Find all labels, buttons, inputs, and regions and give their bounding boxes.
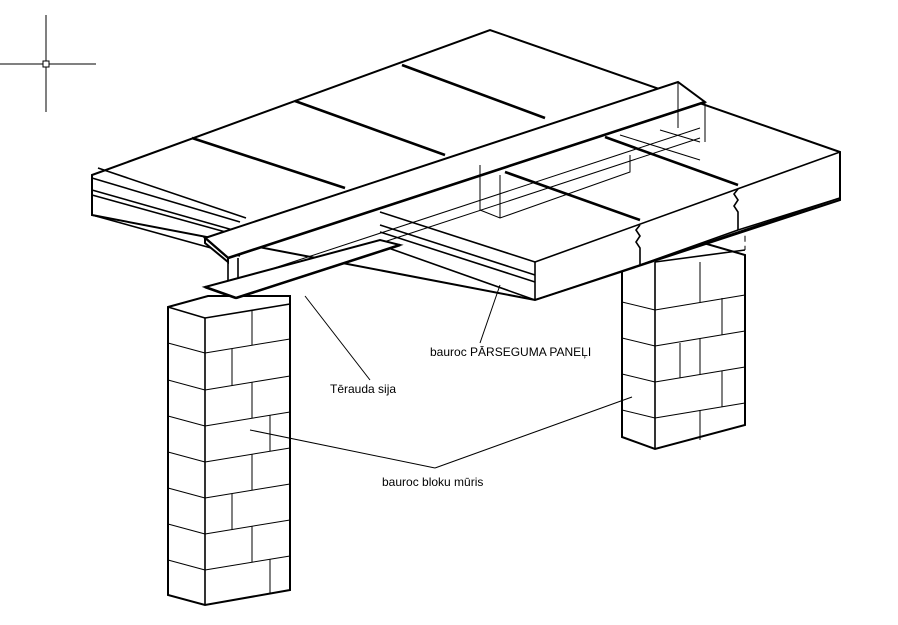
left-block-pillar xyxy=(167,295,291,607)
label-panels: bauroc PĀRSEGUMA PANEĻI xyxy=(430,345,591,359)
leader-lines xyxy=(249,284,633,469)
steel-beam xyxy=(201,80,708,300)
label-steel-beam: Tērauda sija xyxy=(330,382,396,396)
right-block-pillar xyxy=(621,119,746,451)
label-block-wall: bauroc bloku mūris xyxy=(382,475,483,489)
crosshair-cursor-icon xyxy=(0,15,96,112)
